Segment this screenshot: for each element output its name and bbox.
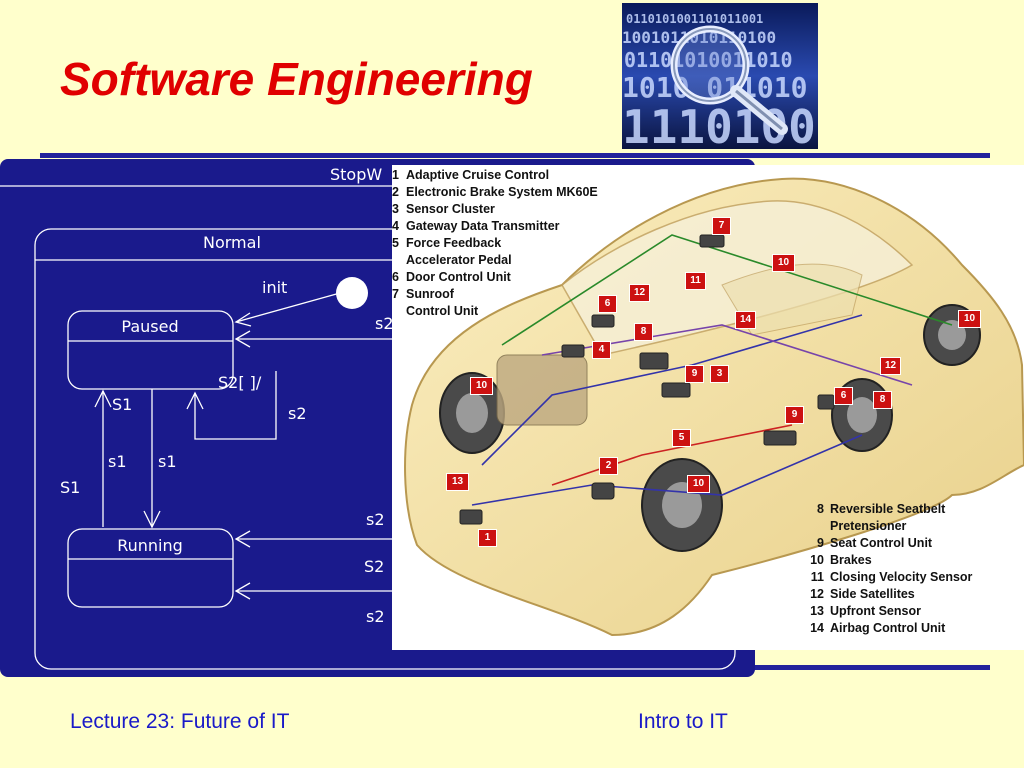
legend-label: Closing Velocity Sensor — [830, 570, 973, 584]
legend-num: 12 — [810, 587, 824, 601]
legend-item: 4 Gateway Data Transmitter — [392, 218, 598, 235]
legend-item: 8 Reversible Seatbelt — [804, 501, 972, 518]
legend-label: Door Control Unit — [406, 270, 511, 284]
legend-num: 4 — [392, 219, 399, 233]
legend-num: 8 — [817, 502, 824, 516]
callout-badge: 10 — [772, 254, 795, 272]
component-legend-top: 1 Adaptive Cruise Control 2 Electronic Bra… — [392, 167, 598, 320]
transition-label-right-3: s2 — [366, 607, 385, 626]
self-loop-event-label: s2 — [288, 404, 307, 423]
legend-num: 9 — [817, 536, 824, 550]
legend-num: 14 — [810, 621, 824, 635]
legend-label-continued: Pretensioner — [830, 519, 907, 533]
transition-label-middle: s1 — [158, 452, 177, 471]
legend-item: 5 Force Feedback — [392, 235, 598, 252]
legend-label: Gateway Data Transmitter — [406, 219, 560, 233]
legend-item: 9 Seat Control Unit — [804, 535, 972, 552]
init-label: init — [262, 278, 287, 297]
callout-badge: 7 — [712, 217, 731, 235]
self-loop-guard-label: S2[ ]/ — [218, 373, 262, 392]
transition-label-right-1: s2 — [366, 510, 385, 529]
svg-text:01101010011010: 01101010011010 — [624, 48, 793, 72]
car-electronics-diagram: 7 10 11 12 6 14 8 4 9 3 10 12 6 8 9 5 2 … — [392, 165, 1024, 650]
footer-course: Intro to IT — [638, 710, 728, 733]
legend-num: 11 — [810, 570, 824, 584]
legend-label: Sunroof — [406, 287, 454, 301]
legend-num: 13 — [810, 604, 824, 618]
legend-item: 1 Adaptive Cruise Control — [392, 167, 598, 184]
legend-num: 7 — [392, 287, 399, 301]
svg-text:1110100: 1110100 — [622, 100, 816, 149]
legend-item: 2 Electronic Brake System MK60E — [392, 184, 598, 201]
legend-label-continued: Control Unit — [406, 304, 479, 318]
legend-num: 1 — [392, 168, 399, 182]
legend-label: Upfront Sensor — [830, 604, 921, 618]
callout-badge: 8 — [634, 323, 653, 341]
statechart-title: StopW — [330, 165, 382, 184]
title-divider — [40, 153, 990, 158]
legend-label: Side Satellites — [830, 587, 915, 601]
legend-label: Adaptive Cruise Control — [406, 168, 550, 182]
state-running-label: Running — [117, 536, 183, 555]
callout-badge: 4 — [592, 341, 611, 359]
legend-item: 3 Sensor Cluster — [392, 201, 598, 218]
legend-label: Reversible Seatbelt — [830, 502, 946, 516]
legend-label: Force Feedback — [406, 236, 502, 250]
callout-badge: 1 — [478, 529, 497, 547]
state-paused-label: Paused — [121, 317, 178, 336]
callout-badge: 12 — [880, 357, 901, 375]
transition-label-right-paused: s2 — [375, 314, 394, 333]
legend-item: 6 Door Control Unit — [392, 269, 598, 286]
superstate-label: Normal — [203, 233, 261, 252]
legend-num: 5 — [392, 236, 399, 250]
legend-num: 6 — [392, 270, 399, 284]
svg-text:0110101001101011001: 0110101001101011001 — [626, 12, 763, 26]
legend-label: Airbag Control Unit — [830, 621, 946, 635]
callout-badge: 8 — [873, 391, 892, 409]
callout-badge: 14 — [735, 311, 756, 329]
legend-label: Seat Control Unit — [830, 536, 933, 550]
transition-label-left-inner: s1 — [108, 452, 127, 471]
footer-lecture: Lecture 23: Future of IT — [70, 710, 290, 733]
legend-item: 13 Upfront Sensor — [804, 603, 972, 620]
callout-badge: 5 — [672, 429, 691, 447]
transition-label-left: S1 — [60, 478, 80, 497]
callout-badge: 10 — [958, 310, 981, 328]
legend-item: 11 Closing Velocity Sensor — [804, 569, 973, 586]
legend-num: 10 — [810, 553, 824, 567]
callout-badge: 2 — [599, 457, 618, 475]
callout-badge: 3 — [710, 365, 729, 383]
initial-state-dot-icon — [336, 277, 368, 309]
component-legend-bottom: 8 Reversible Seatbelt Pretensioner 9 Seat … — [804, 501, 972, 637]
callout-badge: 12 — [629, 284, 650, 302]
legend-label-continued: Accelerator Pedal — [406, 253, 512, 267]
transition-label-upper: S1 — [112, 395, 132, 414]
callout-badge: 6 — [834, 387, 853, 405]
binary-magnifier-icon: 0110101001101011001 1001011010110100 011… — [622, 3, 818, 149]
callout-badge: 6 — [598, 295, 617, 313]
legend-item: 12 Side Satellites — [804, 586, 972, 603]
legend-item: 10 Brakes — [804, 552, 972, 569]
callout-badge: 10 — [687, 475, 710, 493]
transition-label-right-2: S2 — [364, 557, 384, 576]
callout-badge: 13 — [446, 473, 469, 491]
callout-badge: 11 — [685, 272, 706, 290]
legend-item: 14 Airbag Control Unit — [804, 620, 972, 637]
callout-badge: 9 — [685, 365, 704, 383]
legend-num: 3 — [392, 202, 399, 216]
callouts: 7 10 11 12 6 14 8 4 9 3 10 12 6 8 9 5 2 … — [392, 165, 1024, 650]
callout-badge: 10 — [470, 377, 493, 395]
car-illustration — [404, 177, 1024, 637]
legend-label: Sensor Cluster — [406, 202, 495, 216]
slide-title: Software Engineering — [60, 53, 533, 105]
legend-label: Electronic Brake System MK60E — [406, 185, 598, 199]
legend-item: 7 Sunroof — [392, 286, 598, 303]
legend-label: Brakes — [830, 553, 872, 567]
legend-num: 2 — [392, 185, 399, 199]
callout-badge: 9 — [785, 406, 804, 424]
